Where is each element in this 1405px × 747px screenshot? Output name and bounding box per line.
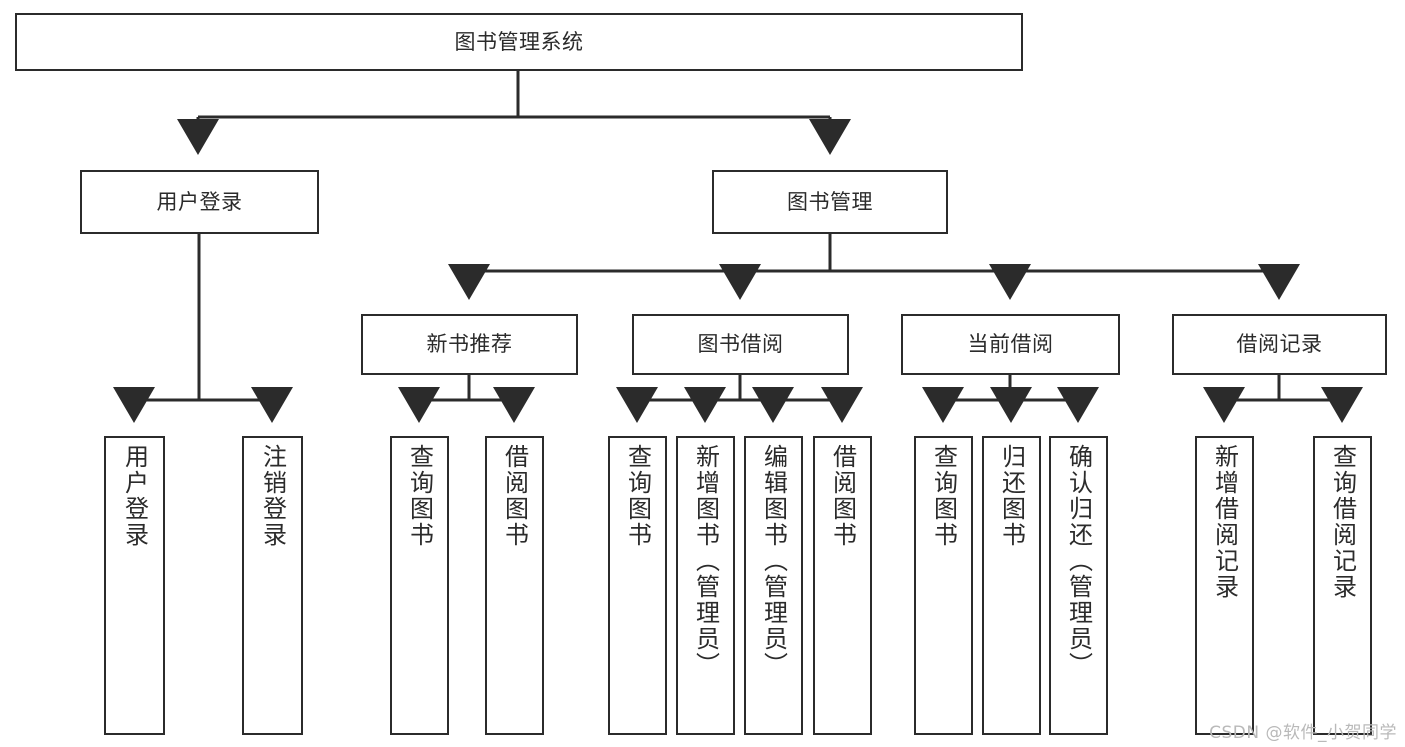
node-leaf-11-label: 确认归还（管理员） [1064, 444, 1093, 678]
node-root[interactable]: 图书管理系统 [15, 13, 1023, 71]
node-leaf-6[interactable]: 新增图书（管理员） [676, 436, 735, 735]
node-leaf-9[interactable]: 查询图书 [914, 436, 973, 735]
node-leaf-3[interactable]: 查询图书 [390, 436, 449, 735]
node-leaf-11[interactable]: 确认归还（管理员） [1049, 436, 1108, 735]
node-bookmgmt-label: 图书管理 [787, 189, 873, 214]
node-newbook-label: 新书推荐 [426, 332, 513, 357]
node-leaf-8[interactable]: 借阅图书 [813, 436, 872, 735]
node-login[interactable]: 用户登录 [80, 170, 319, 234]
node-leaf-10-label: 归还图书 [997, 444, 1026, 548]
node-leaf-4-label: 借阅图书 [500, 444, 529, 548]
node-login-label: 用户登录 [156, 189, 243, 214]
node-current-label: 当前借阅 [967, 332, 1054, 357]
node-borrow-label: 图书借阅 [697, 332, 784, 357]
node-leaf-7[interactable]: 编辑图书（管理员） [744, 436, 803, 735]
node-leaf-5-label: 查询图书 [623, 444, 652, 548]
node-leaf-10[interactable]: 归还图书 [982, 436, 1041, 735]
node-leaf-4[interactable]: 借阅图书 [485, 436, 544, 735]
node-leaf-2[interactable]: 注销登录 [242, 436, 303, 735]
node-leaf-13-label: 查询借阅记录 [1328, 444, 1357, 600]
node-leaf-12-label: 新增借阅记录 [1210, 444, 1239, 600]
node-leaf-9-label: 查询图书 [929, 444, 958, 548]
node-current[interactable]: 当前借阅 [901, 314, 1120, 375]
node-records-label: 借阅记录 [1236, 332, 1323, 357]
node-leaf-7-label: 编辑图书（管理员） [759, 444, 788, 678]
node-bookmgmt[interactable]: 图书管理 [712, 170, 948, 234]
node-leaf-1[interactable]: 用户登录 [104, 436, 165, 735]
node-leaf-3-label: 查询图书 [405, 444, 434, 548]
node-borrow[interactable]: 图书借阅 [632, 314, 849, 375]
node-leaf-1-label: 用户登录 [120, 444, 149, 548]
node-newbook[interactable]: 新书推荐 [361, 314, 578, 375]
node-root-label: 图书管理系统 [454, 29, 584, 54]
node-leaf-8-label: 借阅图书 [828, 444, 857, 548]
node-leaf-6-label: 新增图书（管理员） [691, 444, 720, 678]
node-leaf-13[interactable]: 查询借阅记录 [1313, 436, 1372, 735]
node-leaf-5[interactable]: 查询图书 [608, 436, 667, 735]
node-records[interactable]: 借阅记录 [1172, 314, 1387, 375]
node-leaf-2-label: 注销登录 [258, 444, 287, 548]
node-leaf-12[interactable]: 新增借阅记录 [1195, 436, 1254, 735]
